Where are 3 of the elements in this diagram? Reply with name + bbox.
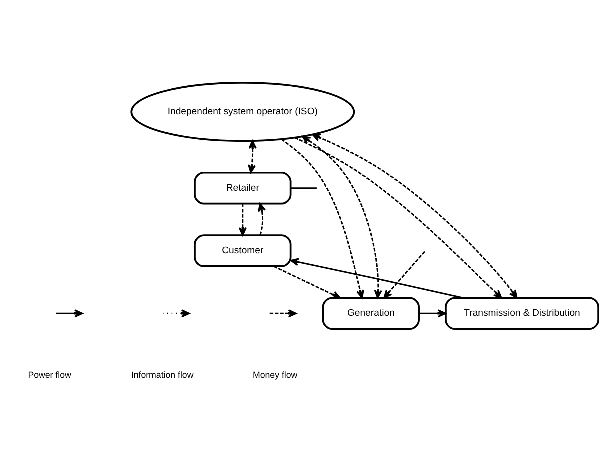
legend-label: Information flow [131,370,194,380]
legend-label: Power flow [28,370,72,380]
legend-label: Money flow [253,370,298,380]
